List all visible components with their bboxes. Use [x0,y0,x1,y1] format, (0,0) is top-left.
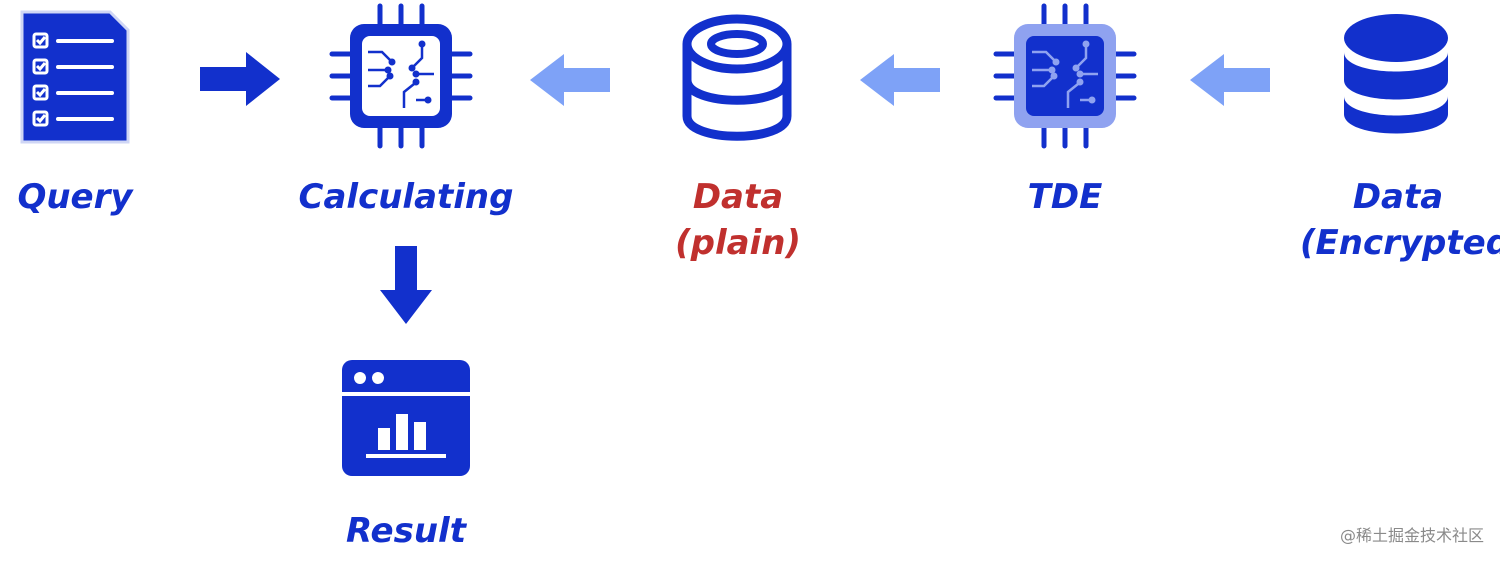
data-encrypted-label-line2: (Encrypted) [1300,223,1500,263]
data-plain-node [678,12,796,144]
calculating-node [329,3,473,149]
arrow-left-light-icon [860,54,940,106]
bar-chart-window-icon [342,360,470,476]
data-plain-label-line2: (plain) [675,223,801,263]
watermark-text: @稀土掘金技术社区 [1339,526,1484,545]
arrow-down-icon [380,246,432,324]
calculating-label: Calculating [298,177,514,217]
arrow-right-icon [200,52,280,106]
arrow-left-light-icon [530,54,610,106]
tde-node [993,3,1137,149]
data-encrypted-label-line1: Data [1352,177,1444,217]
query-node [14,8,132,146]
cpu-chip-icon [329,3,473,149]
database-outline-icon [682,14,792,141]
arrow-left-light-icon [1190,54,1270,106]
query-label: Query [17,177,133,217]
database-solid-icon [1344,14,1448,134]
result-node [342,360,470,476]
checklist-document-icon [20,10,130,144]
result-label: Result [346,511,466,551]
data-plain-label-line1: Data [692,177,784,217]
tde-label: TDE [1027,177,1103,217]
data-encrypted-node [1340,12,1452,140]
cpu-chip-icon [993,3,1137,149]
